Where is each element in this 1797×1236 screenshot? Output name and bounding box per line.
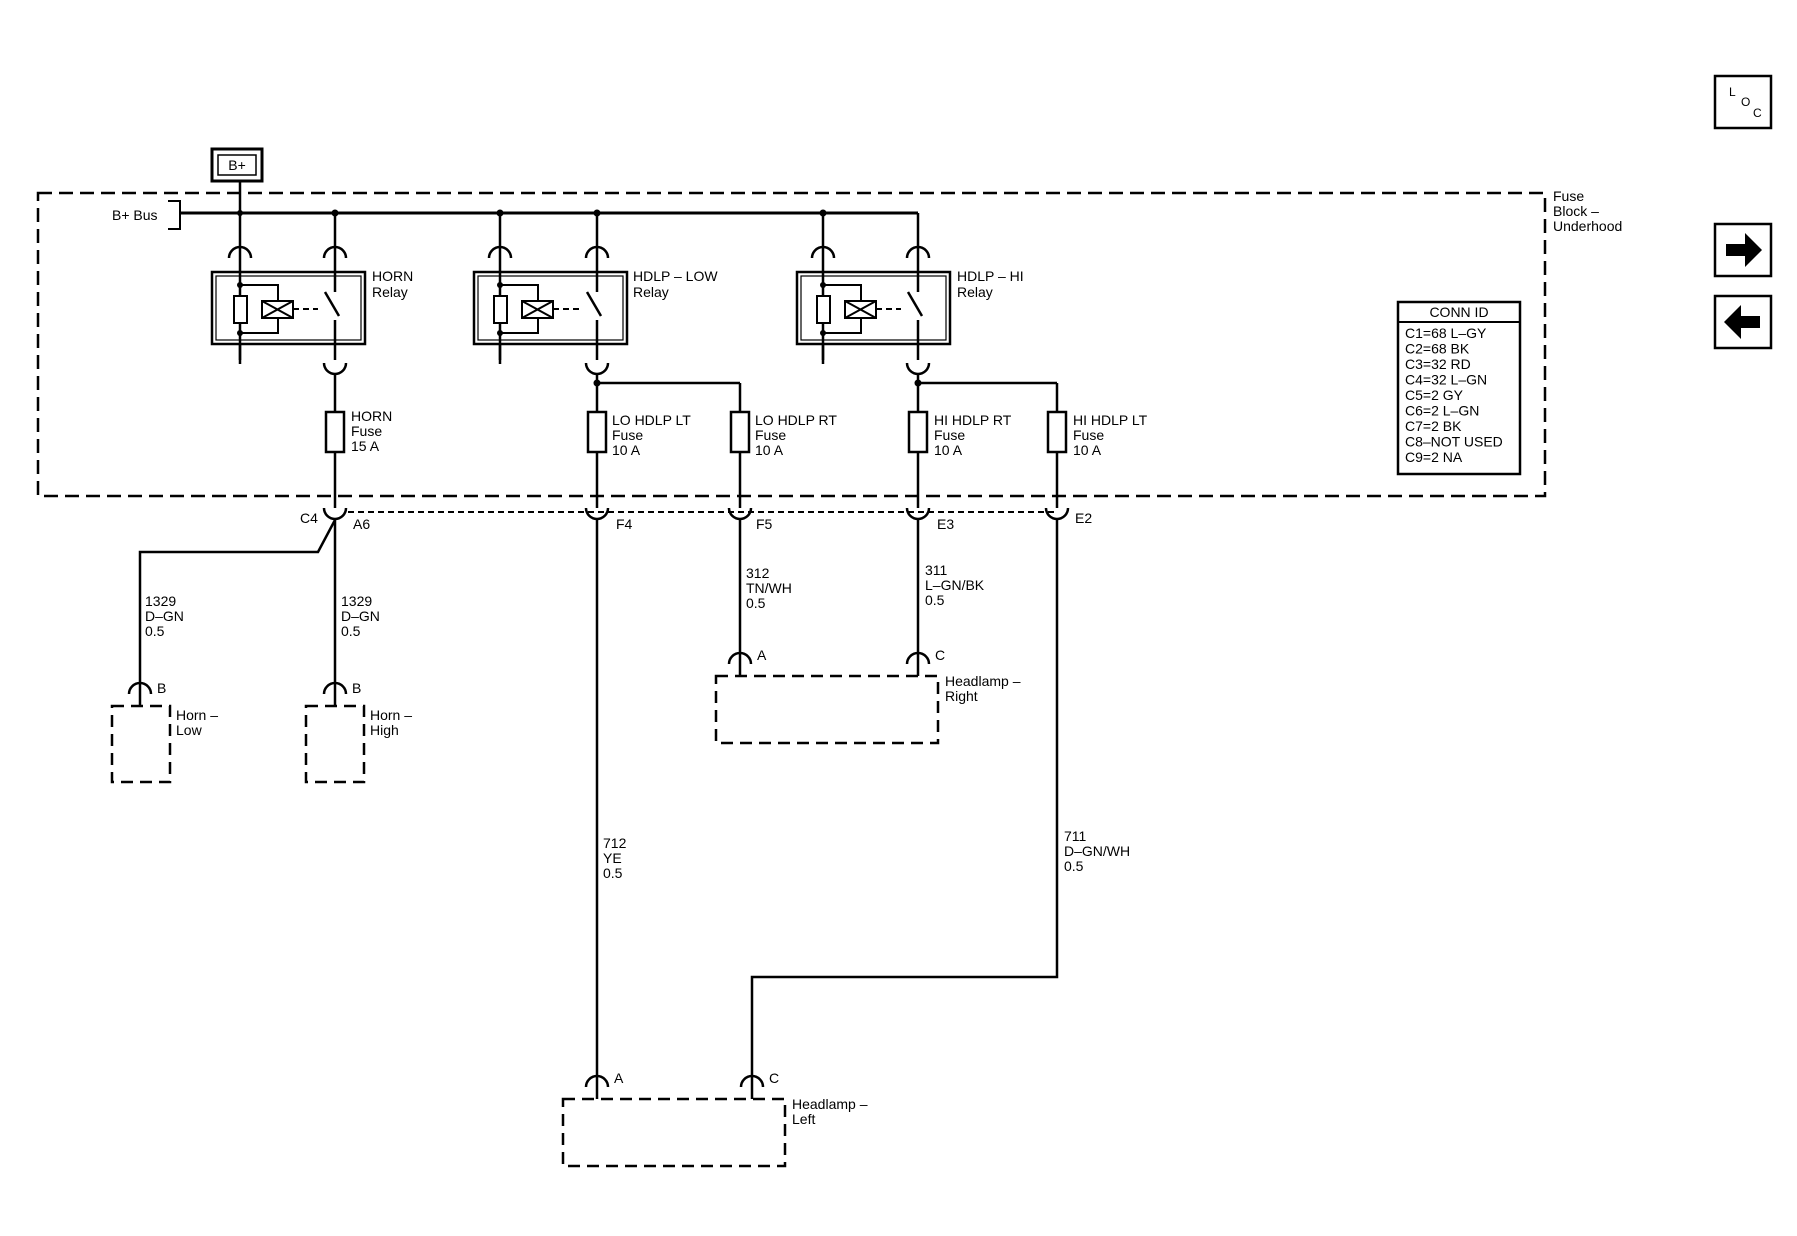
horn-low-component — [110, 704, 172, 784]
horn-relay — [210, 270, 367, 364]
pin-e2: E2 — [1075, 510, 1092, 526]
horn-fuse-label: HORN Fuse 15 A — [351, 408, 396, 454]
headlamp-left-label: Headlamp – Left — [792, 1096, 871, 1127]
hdlp-low-relay — [472, 270, 629, 364]
wire-311-label: 311 L–GN/BK 0.5 — [925, 562, 988, 608]
lo-hdlp-lt-fuse — [586, 410, 608, 454]
headlamp-right-label: Headlamp – Right — [945, 673, 1024, 704]
wire-1329-high-label: 1329 D–GN 0.5 — [341, 593, 384, 639]
terminal-headlamp-right-a: A — [757, 647, 767, 663]
terminal-headlamp-left-c: C — [769, 1070, 779, 1086]
terminal-headlamp-right-c: C — [935, 647, 945, 663]
wires — [138, 519, 1059, 1078]
svg-text:C1=68 L–GY C2=68 BK: C1=68 L–GY C2=68 BK C3=32 RD C4=32 L–GN … — [1405, 325, 1507, 465]
fuse-block-boundary — [36, 191, 1547, 498]
relays — [210, 270, 952, 364]
hdlp-hi-relay — [795, 270, 952, 364]
conn-id-title: CONN ID — [1429, 304, 1488, 320]
wire-711-label: 711 D–GN/WH 0.5 — [1064, 828, 1134, 874]
loc-l: L — [1729, 85, 1736, 99]
lo-hdlp-rt-fuse — [729, 410, 751, 454]
pin-a6: A6 — [353, 516, 370, 532]
hi-hdlp-rt-fuse — [907, 410, 929, 454]
headlamp-right-component — [714, 674, 940, 745]
pin-f4: F4 — [616, 516, 633, 532]
bus-bracket — [168, 200, 181, 230]
hdlp-hi-relay-label: HDLP – HI Relay — [957, 268, 1028, 300]
bus-label: B+ Bus — [112, 207, 158, 223]
hi-hdlp-rt-fuse-label: HI HDLP RT Fuse 10 A — [934, 412, 1015, 458]
hi-hdlp-lt-fuse — [1046, 410, 1068, 454]
arrow-left-icon — [1724, 305, 1760, 339]
fuse-block-label: Fuse Block – Underhood — [1553, 188, 1622, 234]
horn-relay-label: HORN Relay — [372, 268, 417, 300]
lo-hdlp-rt-fuse-label: LO HDLP RT Fuse 10 A — [755, 412, 841, 458]
conn-id-table: CONN ID C1=68 L–GY C2=68 BK C3=32 RD C4=… — [1396, 300, 1522, 476]
horn-high-component — [304, 704, 366, 784]
svg-text:B+: B+ — [228, 157, 246, 173]
pin-f5: F5 — [756, 516, 773, 532]
next-page-button[interactable] — [1713, 222, 1773, 278]
terminal-headlamp-left-a: A — [614, 1070, 624, 1086]
loc-button[interactable]: L O C — [1713, 74, 1773, 130]
terminal-horn-high-b: B — [352, 680, 361, 696]
terminal-horn-low-b: B — [157, 680, 166, 696]
loc-o: O — [1741, 95, 1750, 109]
hdlp-low-relay-label: HDLP – LOW Relay — [633, 268, 721, 300]
wire-712-label: 712 YE 0.5 — [603, 835, 630, 881]
previous-page-button[interactable] — [1713, 294, 1773, 350]
pin-e3: E3 — [937, 516, 954, 532]
headlamp-left-component — [561, 1097, 787, 1168]
loc-c: C — [1753, 106, 1762, 120]
wire-312-label: 312 TN/WH 0.5 — [746, 565, 796, 611]
horn-fuse — [324, 410, 346, 454]
arrow-right-icon — [1726, 233, 1762, 267]
lo-hdlp-lt-fuse-label: LO HDLP LT Fuse 10 A — [612, 412, 694, 458]
horn-low-label: Horn – Low — [176, 707, 222, 738]
connector-c4-label: C4 — [300, 510, 318, 526]
wire-1329-low-label: 1329 D–GN 0.5 — [145, 593, 188, 639]
hi-hdlp-lt-fuse-label: HI HDLP LT Fuse 10 A — [1073, 412, 1151, 458]
bplus-box: B+ — [210, 147, 264, 183]
horn-high-label: Horn – High — [370, 707, 416, 738]
